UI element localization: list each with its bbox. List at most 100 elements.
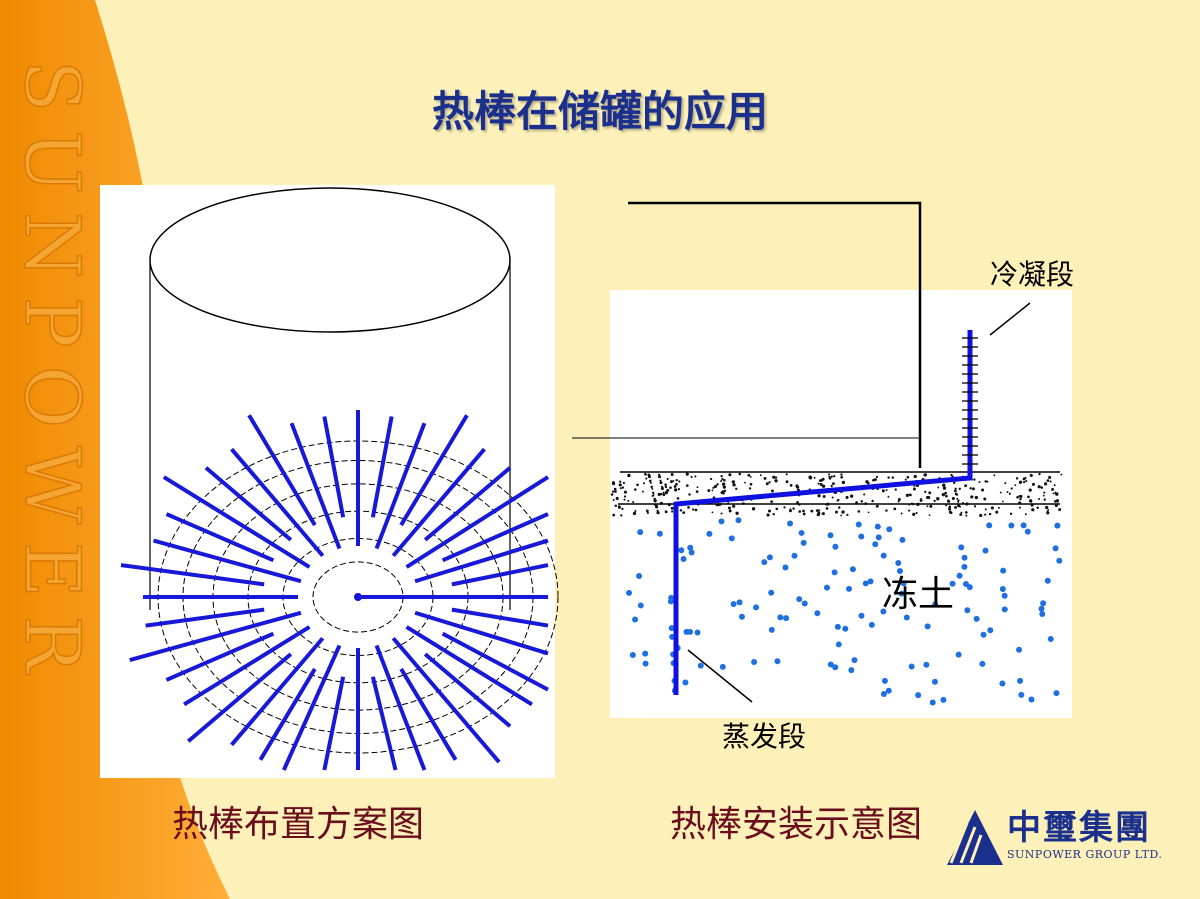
soil-dot	[751, 659, 758, 666]
gravel-speck	[789, 484, 793, 487]
gravel-speck	[916, 502, 920, 506]
heat-rod-spoke	[129, 610, 302, 662]
gravel-speck	[832, 482, 835, 486]
gravel-speck	[728, 509, 732, 513]
gravel-speck	[792, 507, 795, 510]
gravel-speck	[742, 502, 745, 505]
soil-dot	[896, 567, 903, 574]
slide-title: 热棒在储罐的应用	[431, 87, 768, 136]
gravel-speck	[660, 485, 663, 488]
gravel-speck	[845, 495, 849, 499]
gravel-speck	[1018, 506, 1021, 509]
soil-dot	[875, 534, 882, 541]
gravel-speck	[664, 510, 668, 514]
gravel-speck	[612, 513, 616, 517]
gravel-speck	[900, 512, 903, 515]
gravel-speck	[957, 500, 960, 503]
soil-dot	[999, 586, 1006, 593]
soil-dot	[987, 627, 994, 634]
gravel-speck	[749, 482, 753, 486]
gravel-speck	[818, 509, 821, 512]
soil-label: 冻土	[882, 574, 955, 615]
gravel-speck	[1040, 486, 1044, 489]
soil-dot	[1053, 690, 1060, 697]
soil-dot	[798, 529, 805, 536]
soil-dot	[801, 600, 808, 607]
soil-dot	[851, 657, 858, 664]
gravel-speck	[721, 482, 726, 486]
gravel-speck	[727, 502, 730, 504]
gravel-speck	[961, 502, 965, 505]
soil-dot	[1040, 600, 1047, 607]
gravel-speck	[675, 479, 678, 482]
soil-dot	[783, 615, 790, 622]
soil-dot	[964, 607, 971, 614]
soil-dot	[768, 626, 775, 633]
gravel-speck	[926, 496, 929, 499]
gravel-speck	[1027, 495, 1030, 499]
gravel-speck	[671, 510, 674, 513]
evaporator-leader	[687, 649, 753, 703]
gravel-speck	[636, 483, 639, 487]
gravel-speck	[749, 475, 752, 478]
gravel-speck	[728, 473, 732, 477]
gravel-speck	[947, 500, 951, 503]
gravel-speck	[1024, 513, 1027, 516]
gravel-speck	[785, 480, 789, 484]
soil-dot	[697, 662, 704, 669]
soil-dot	[688, 549, 695, 556]
gravel-speck	[1045, 505, 1049, 510]
gravel-speck	[1015, 477, 1019, 480]
gravel-speck	[1043, 482, 1048, 486]
logo-triangle-icon	[947, 810, 1003, 865]
gravel-speck	[692, 508, 695, 511]
soil-dot	[924, 623, 931, 630]
soil-dot	[738, 613, 745, 620]
heat-rod-spoke	[391, 447, 486, 558]
gravel-speck	[837, 498, 840, 502]
gravel-speck	[651, 491, 655, 494]
soil-dot	[929, 699, 936, 706]
gravel-speck	[731, 480, 735, 484]
gravel-speck	[1046, 510, 1049, 513]
gravel-speck	[621, 507, 624, 511]
soil-dot	[899, 536, 906, 543]
gravel-speck	[621, 486, 625, 489]
soil-dot	[900, 580, 907, 587]
gravel-speck	[1022, 477, 1026, 481]
gravel-speck	[690, 475, 693, 478]
gravel-speck	[650, 485, 653, 489]
heat-rod-spoke	[322, 416, 346, 518]
gravel-speck	[864, 502, 868, 506]
gravel-speck	[1025, 479, 1028, 483]
soil-dot	[694, 629, 701, 636]
gravel-speck	[618, 483, 622, 487]
heat-rod-spoke	[289, 422, 342, 550]
gravel-speck	[1030, 501, 1033, 503]
gravel-speck	[822, 495, 826, 498]
gravel-speck	[944, 491, 948, 495]
company-logo[interactable]: 中璽集團 SUNPOWER GROUP LTD.	[945, 800, 1162, 870]
gravel-speck	[620, 514, 623, 517]
gravel-speck	[622, 481, 626, 485]
gravel-speck	[1055, 492, 1059, 496]
gravel-speck	[632, 511, 637, 516]
gravel-speck	[656, 511, 660, 515]
gravel-speck	[722, 485, 726, 489]
soil-dot	[777, 614, 784, 621]
gravel-speck	[694, 508, 698, 512]
gravel-speck	[857, 510, 861, 513]
gravel-speck	[893, 507, 897, 511]
logo-chinese-name: 中璽集團	[1007, 808, 1151, 848]
gravel-speck	[720, 479, 723, 483]
soil-dot	[1054, 522, 1061, 529]
soil-dot	[718, 518, 725, 525]
soil-dot	[637, 529, 644, 536]
gravel-speck	[720, 474, 723, 478]
gravel-speck	[954, 505, 957, 509]
gravel-speck	[808, 475, 812, 479]
soil-dot	[1028, 696, 1035, 703]
soil-dot	[868, 621, 875, 628]
gravel-speck	[612, 499, 615, 502]
gravel-speck	[1049, 480, 1052, 483]
